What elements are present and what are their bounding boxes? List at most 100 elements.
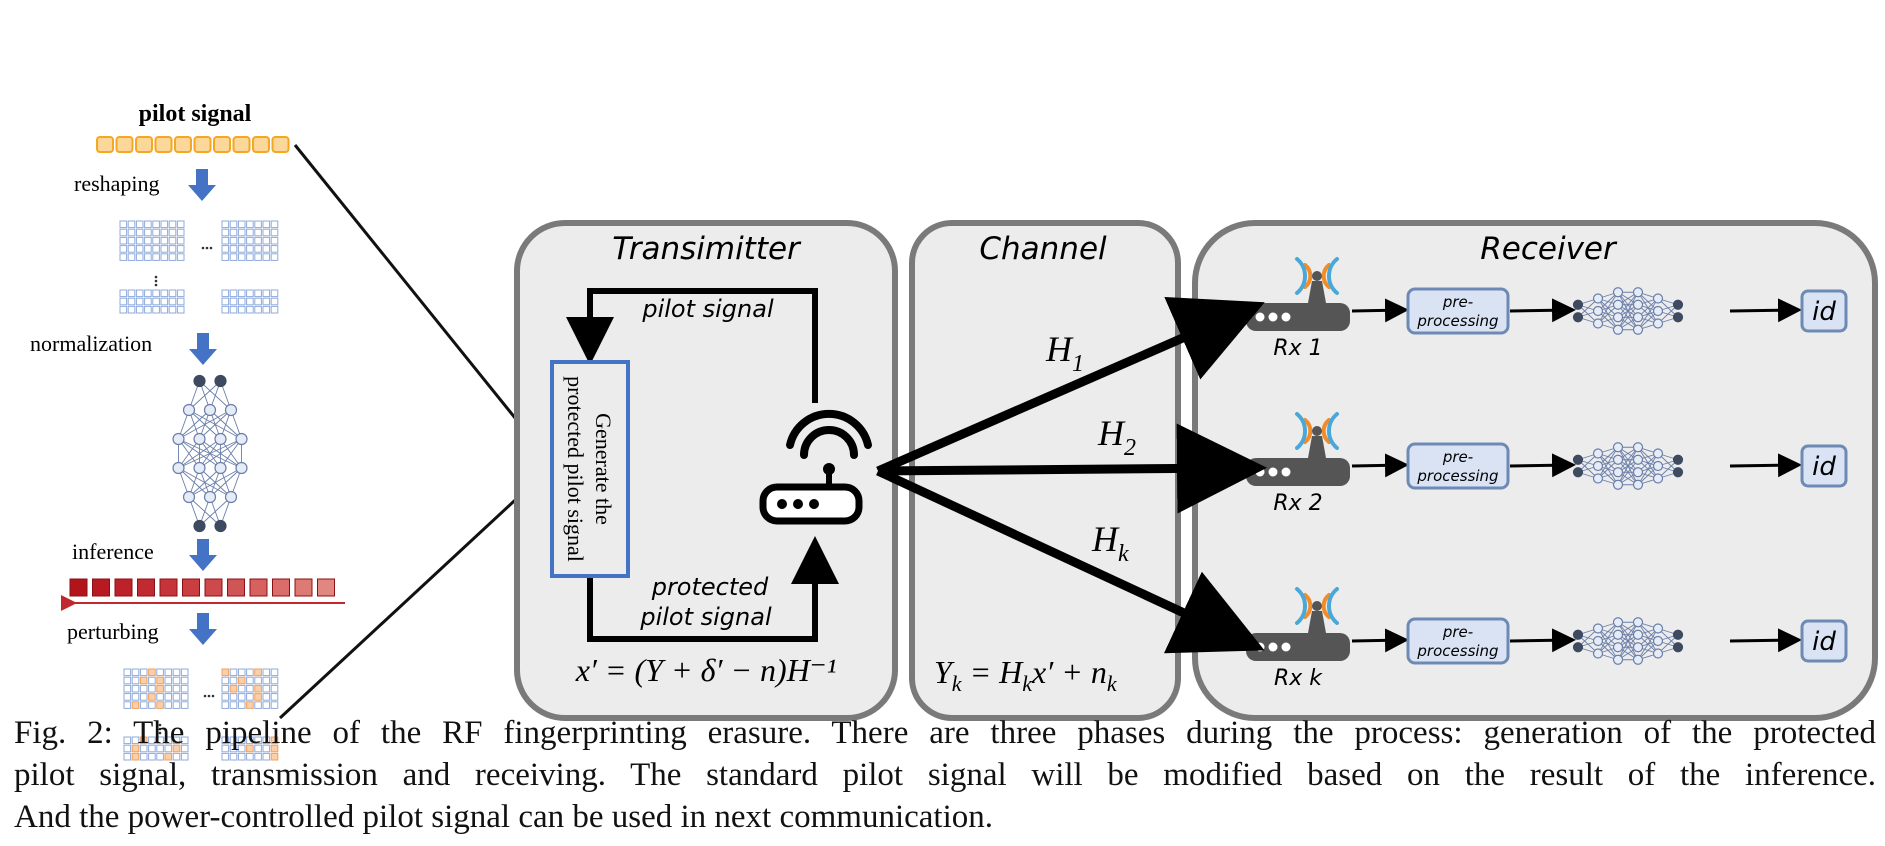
nn-node — [1612, 324, 1624, 335]
grid-cell — [229, 228, 238, 237]
grid-cell — [139, 744, 148, 753]
grid-cell — [270, 297, 279, 306]
grid-cell — [254, 245, 262, 253]
grid-cell — [270, 684, 279, 693]
nn-node — [1632, 479, 1644, 490]
grid-cell — [262, 668, 271, 677]
grid-cell — [127, 228, 136, 237]
ellipsis-dot — [201, 246, 205, 250]
connector-line — [293, 144, 555, 466]
nn-edge — [178, 438, 221, 469]
nn-edge — [178, 438, 242, 469]
step-perturbing: perturbing — [67, 619, 159, 644]
nn-edge — [178, 409, 211, 440]
grid-cell — [262, 297, 271, 306]
grid-cell — [144, 228, 152, 237]
grid-cell — [164, 693, 173, 701]
grid-cell — [139, 736, 148, 745]
grid-cell — [237, 253, 246, 261]
rx-label: Rx 2 — [1273, 491, 1322, 516]
grid-cell — [254, 744, 262, 753]
nn-node — [1632, 654, 1644, 665]
grid-cell — [160, 236, 169, 245]
down-arrow-icon — [188, 169, 216, 201]
nn-node — [1612, 479, 1624, 490]
classifier-network — [1572, 442, 1684, 490]
nn-node — [1612, 299, 1624, 310]
nn-edge — [199, 409, 232, 440]
nn-node — [1672, 299, 1684, 310]
rx-to-pre-arrow — [1351, 298, 1409, 323]
channel-links: H1 H2 Hk — [876, 296, 1267, 654]
nn-edge — [188, 467, 242, 498]
nn-node — [1632, 629, 1644, 640]
grid-cell — [160, 245, 169, 253]
nn-node — [214, 374, 227, 388]
grid-cell — [254, 228, 262, 237]
grid-cell — [152, 245, 160, 253]
grid-cell — [254, 220, 262, 229]
inference-cell — [182, 578, 200, 597]
grid-cell — [229, 752, 238, 761]
grid-cell — [237, 297, 246, 306]
net-to-id-arrow — [1729, 628, 1802, 653]
grid-cell — [127, 236, 136, 245]
nn-node — [1632, 467, 1644, 478]
grid-cell — [270, 752, 279, 761]
grid-cell — [254, 253, 262, 261]
grid-cell — [262, 736, 271, 745]
grid-cell — [270, 236, 279, 245]
grid-cell — [123, 684, 132, 693]
grid-cell — [229, 676, 238, 685]
channel-equation: Yk = Hkx′ + nk — [934, 654, 1118, 696]
grid-cell — [139, 752, 148, 761]
grid-cell — [148, 693, 156, 701]
grid-cell — [246, 668, 254, 677]
nn-node — [1652, 305, 1664, 317]
grid-cell — [229, 736, 238, 745]
grid-cell — [254, 693, 262, 701]
transmitter-title: Transimitter — [612, 231, 802, 267]
grid-cell — [123, 693, 132, 701]
classifier-network — [1572, 617, 1684, 665]
nn-node — [235, 461, 248, 475]
grid-cell — [237, 684, 246, 693]
grid-cell — [168, 236, 177, 245]
nn-node — [1612, 467, 1624, 478]
preprocessing-label-1: pre- — [1442, 293, 1473, 311]
grid-cell — [135, 289, 144, 298]
net-to-id-arrow — [1729, 298, 1802, 323]
grid-cell — [119, 253, 128, 261]
grid-cell — [270, 744, 279, 753]
nn-node — [1612, 454, 1624, 465]
grid-cell — [246, 752, 254, 761]
grid-cell — [262, 752, 271, 761]
grid-cell — [144, 289, 152, 298]
grid-cell — [176, 220, 185, 229]
grid-cell — [254, 668, 262, 677]
grid-cell — [164, 736, 173, 745]
grid-cell — [246, 676, 254, 685]
grid-cell — [139, 701, 148, 709]
grid-cell — [152, 253, 160, 261]
nn-edge — [1597, 447, 1619, 479]
ellipsis-dot — [154, 279, 158, 283]
grid-cell — [160, 220, 169, 229]
nn-node — [193, 374, 206, 388]
nn-node — [1612, 442, 1624, 453]
grid-cell — [139, 668, 148, 677]
grid-cell — [148, 752, 156, 761]
nn-node — [1612, 312, 1624, 323]
perturbed-grid — [123, 668, 279, 761]
protected-loop-arrow — [587, 536, 839, 642]
grid-cell — [237, 289, 246, 298]
grid-cell — [176, 289, 185, 298]
grid-cell — [156, 736, 164, 745]
grid-cell — [176, 297, 185, 306]
grid-cell — [176, 305, 185, 314]
ellipsis-dot — [207, 694, 211, 698]
grid-cell — [164, 684, 173, 693]
antenna-icon — [1295, 587, 1339, 633]
nn-node — [214, 432, 227, 446]
